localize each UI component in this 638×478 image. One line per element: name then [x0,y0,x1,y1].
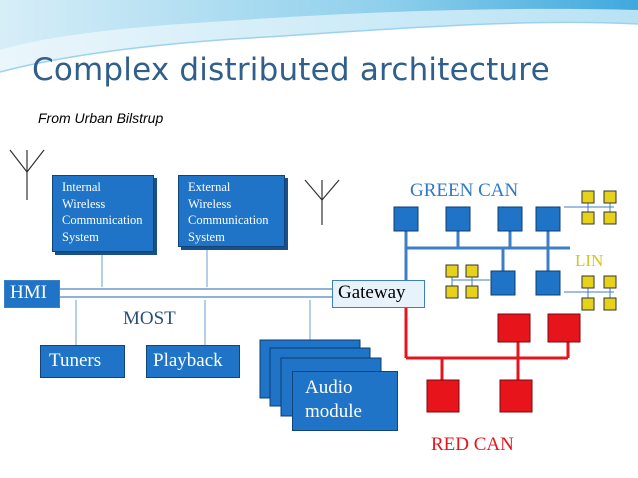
lin-node [603,275,617,289]
green-can-node [445,206,471,232]
lin-node [445,264,459,278]
tuners-label: Tuners [49,350,102,371]
external-wireless-node: External Wireless Communication System [178,175,285,247]
tuners-node: Tuners [40,345,125,378]
header-swoosh-decoration [0,0,638,73]
lin-node [603,190,617,204]
red-can-node [499,379,533,413]
red-can-node [497,313,531,343]
lin-node [581,297,595,311]
lin-node [581,190,595,204]
audio-module-label: Audio module [305,377,362,422]
lin-node [581,275,595,289]
lin-node [445,285,459,299]
lin-node [603,211,617,225]
red-can-label: RED CAN [431,434,514,455]
antenna-icon-right [304,179,340,225]
gateway-label: Gateway [338,282,406,303]
red-can-bus [404,300,570,382]
slide-subtitle: From Urban Bilstrup [38,110,164,126]
lin-node [603,297,617,311]
lin-node [581,211,595,225]
playback-label: Playback [153,350,223,371]
red-can-node [426,379,460,413]
internal-wireless-node: Internal Wireless Communication System [52,175,154,252]
green-can-node [490,270,516,296]
slide-title: Complex distributed architecture [32,52,550,88]
most-bus [58,288,333,298]
green-can-node [535,270,561,296]
hmi-node: HMI [4,280,60,308]
green-can-node [393,206,419,232]
antenna-icon-left [9,149,45,200]
gateway-node: Gateway [332,280,425,308]
lin-node [465,264,479,278]
red-can-node [547,313,581,343]
lin-node [465,285,479,299]
green-can-node [535,206,561,232]
most-label: MOST [123,308,176,329]
green-can-node [497,206,523,232]
audio-module-node: Audio module [292,371,398,431]
playback-node: Playback [146,345,240,378]
green-can-label: GREEN CAN [410,180,519,201]
lin-label: LIN [575,251,604,270]
hmi-label: HMI [10,282,47,303]
